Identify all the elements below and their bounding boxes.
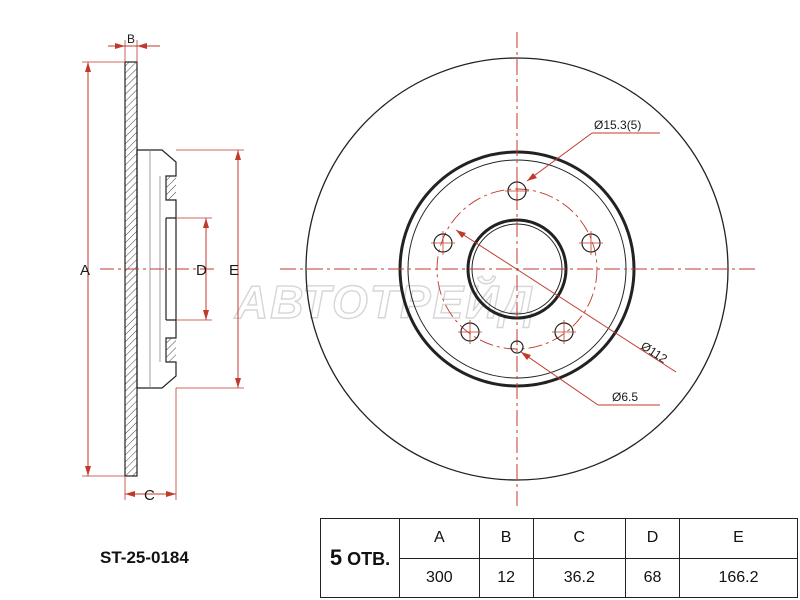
- dimension-a-label: A: [80, 262, 90, 279]
- header-b: B: [478, 518, 534, 559]
- pcd-callout: Ø112: [638, 339, 670, 366]
- dimension-e-label: E: [229, 262, 239, 279]
- specs-value-row: 300 12 36.2 68 166.2: [321, 557, 798, 598]
- header-e: E: [679, 518, 798, 559]
- value-b: 12: [478, 557, 534, 598]
- dimension-d-label: D: [196, 262, 207, 279]
- dimension-c-label: C: [144, 487, 155, 504]
- part-number: ST-25-0184: [100, 548, 189, 567]
- holes-label: ОТВ.: [347, 549, 391, 569]
- header-c: C: [532, 518, 626, 559]
- watermark-text: АВТОТРЕЙД: [234, 276, 536, 328]
- header-d: D: [624, 518, 681, 559]
- holes-count: 5: [329, 545, 343, 570]
- pin-hole: [510, 340, 524, 354]
- bolt-hole-callout: Ø15.3(5): [594, 118, 641, 132]
- value-d: 68: [624, 557, 681, 598]
- side-view: A B C D E: [80, 32, 244, 504]
- specs-table: 5 ОТВ. A B C D E 300 12 36.2 68 166.2: [320, 518, 798, 598]
- dimension-b-label: B: [127, 32, 135, 46]
- header-a: A: [399, 518, 480, 559]
- value-c: 36.2: [532, 557, 626, 598]
- pin-hole-callout: Ø6.5: [612, 390, 638, 404]
- value-a: 300: [399, 557, 480, 598]
- front-view: Ø15.3(5) Ø112 Ø6.5: [280, 32, 756, 506]
- bolt-holes: [431, 179, 603, 344]
- holes-count-cell: 5 ОТВ.: [320, 518, 400, 598]
- specs-header-row: 5 ОТВ. A B C D E: [320, 518, 798, 598]
- value-e: 166.2: [679, 557, 798, 598]
